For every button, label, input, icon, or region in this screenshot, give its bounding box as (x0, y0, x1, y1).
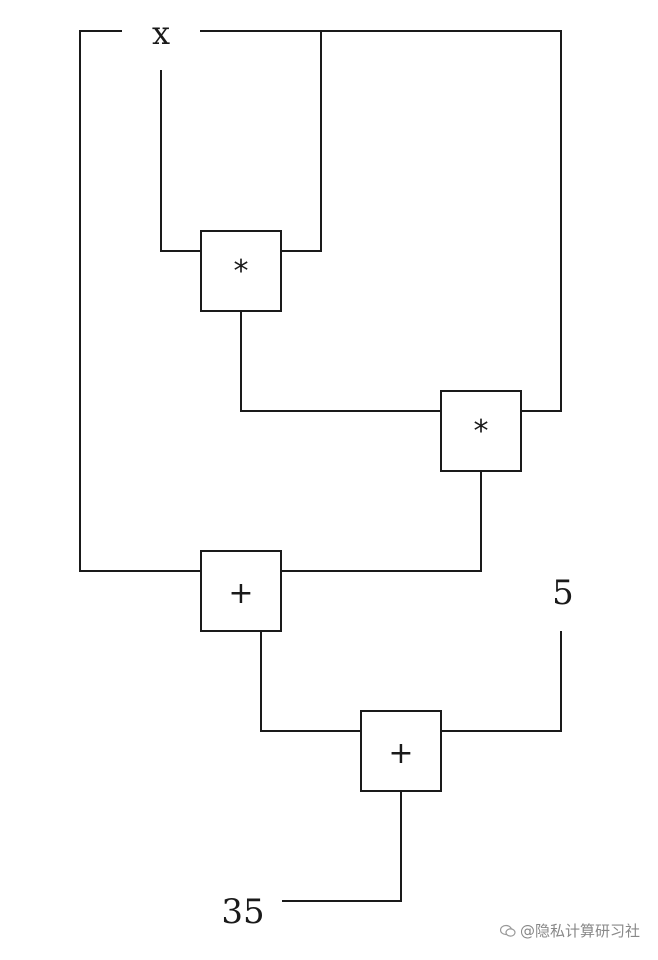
gate-multiply-2-op: * (474, 414, 489, 449)
watermark: @隐私计算研习社 (500, 920, 640, 941)
gate-multiply-2: * (440, 390, 522, 472)
wire-x-to-mul1-left (160, 70, 201, 252)
watermark-text: @隐私计算研习社 (520, 922, 641, 940)
input-label-five: 5 (552, 573, 574, 613)
wire-add1-to-add2 (260, 631, 361, 732)
gate-multiply-1: * (200, 230, 282, 312)
gate-add-2-box (360, 710, 442, 792)
wire-mul2-to-add1 (281, 471, 482, 572)
wire-add2-to-output (282, 791, 402, 902)
gate-add-1: + (200, 550, 282, 632)
circuit-wires (79, 30, 562, 902)
gate-add-1-op: + (228, 576, 253, 611)
gate-multiply-1-box (200, 230, 282, 312)
input-label-x: x (152, 14, 170, 52)
wire-five-to-add2 (441, 631, 562, 732)
gate-add-1-box (200, 550, 282, 632)
wire-mul1-to-mul2 (240, 311, 441, 412)
gate-multiply-1-op: * (234, 254, 249, 289)
gate-add-2: + (360, 710, 442, 792)
wire-x-top-right (200, 30, 562, 412)
wire-x-left-loop (79, 30, 201, 572)
wire-x-to-mul1-right (281, 31, 322, 252)
gate-add-2-op: + (388, 736, 413, 771)
gate-multiply-2-box (440, 390, 522, 472)
output-label-thirty-five: 35 (221, 892, 264, 932)
wechat-icon (500, 924, 516, 937)
